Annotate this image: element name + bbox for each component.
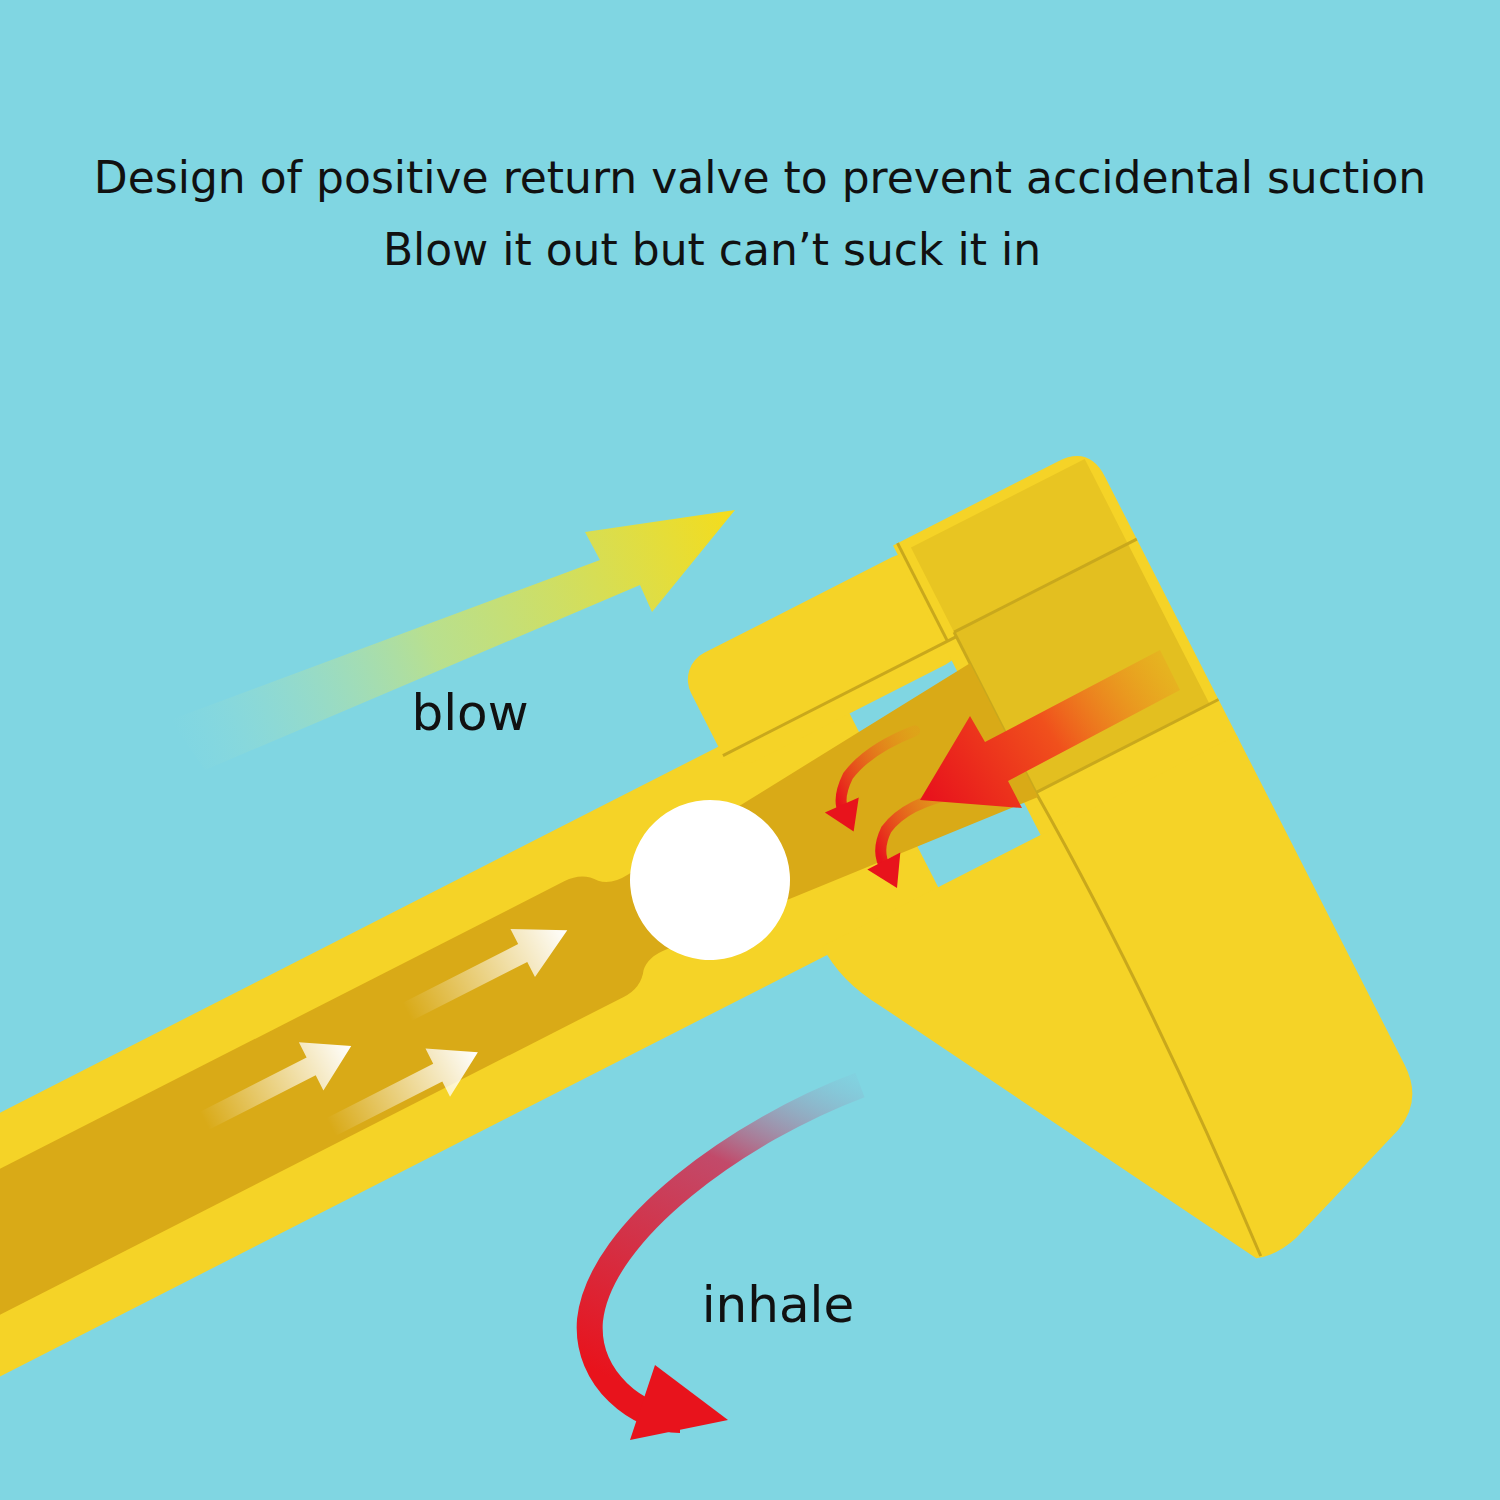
title: Design of positive return valve to preve… <box>94 152 1426 205</box>
flow-label: inhale <box>702 1275 855 1335</box>
flow-label: blow <box>411 683 528 743</box>
subtitle: Blow it out but can’t suck it in <box>383 224 1041 277</box>
